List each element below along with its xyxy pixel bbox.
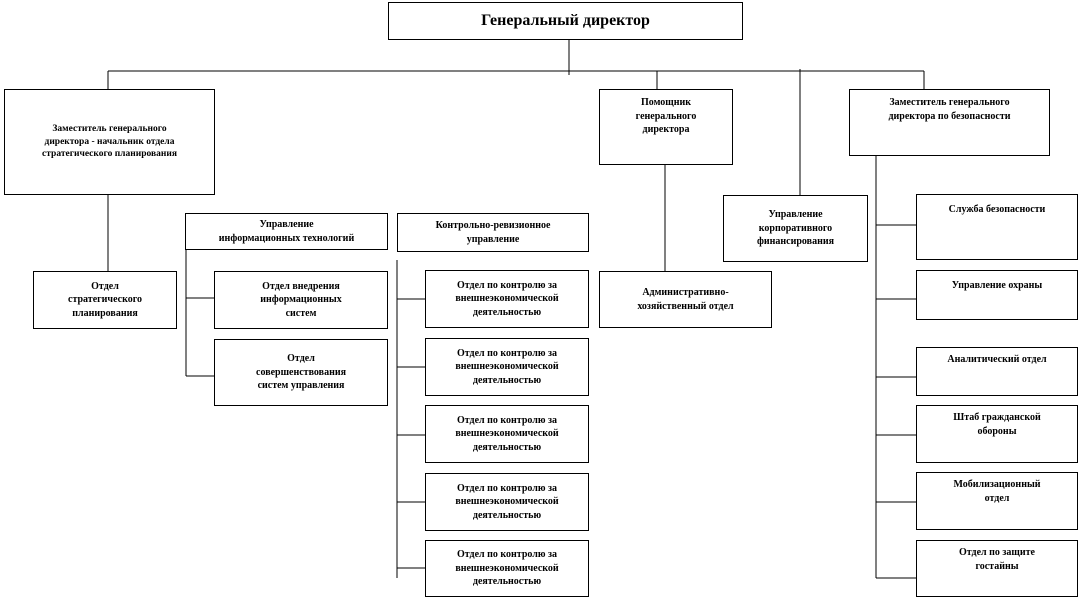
node-deputy-security: Заместитель генерального директора по бе…: [849, 89, 1050, 156]
node-analytics-dept: Аналитический отдел: [916, 347, 1078, 396]
node-label: Мобилизационный отдел: [953, 479, 1041, 504]
node-mobilization-dept: Мобилизационный отдел: [916, 472, 1078, 530]
node-label: Заместитель генерального директора - нач…: [42, 123, 177, 160]
node-label: Отдел по контролю за внешнеэкономической…: [455, 414, 559, 453]
node-it-management: Управление информационных технологий: [185, 213, 388, 250]
node-label: Отдел внедрения информационных систем: [260, 280, 342, 319]
node-management-systems-dept: Отдел совершенствования систем управлени…: [214, 339, 388, 406]
node-fea-control-dept: Отдел по контролю за внешнеэкономической…: [425, 473, 589, 531]
node-label: Управление охраны: [951, 280, 1043, 291]
node-is-implementation-dept: Отдел внедрения информационных систем: [214, 271, 388, 329]
node-general-director: Генеральный директор: [388, 2, 743, 40]
node-label: Аналитический отдел: [947, 354, 1047, 365]
node-guard-management: Управление охраны: [916, 270, 1078, 320]
node-fea-control-dept: Отдел по контролю за внешнеэкономической…: [425, 405, 589, 463]
node-label: Управление информационных технологий: [218, 219, 355, 244]
node-assistant: Помощник генерального директора: [599, 89, 733, 165]
node-security-service: Служба безопасности: [916, 194, 1078, 260]
node-corporate-finance: Управление корпоративного финансирования: [723, 195, 868, 262]
node-label: Отдел по контролю за внешнеэкономической…: [455, 482, 559, 521]
node-fea-control-dept: Отдел по контролю за внешнеэкономической…: [425, 338, 589, 396]
node-deputy-strategic: Заместитель генерального директора - нач…: [4, 89, 215, 195]
node-strategic-planning-dept: Отдел стратегического планирования: [33, 271, 177, 329]
node-label: Заместитель генерального директора по бе…: [888, 97, 1011, 122]
node-fea-control-dept: Отдел по контролю за внешнеэкономической…: [425, 270, 589, 328]
node-administrative-dept: Административно- хозяйственный отдел: [599, 271, 772, 328]
node-civil-defense-hq: Штаб гражданской обороны: [916, 405, 1078, 463]
node-label: Управление корпоративного финансирования: [756, 209, 835, 248]
node-label: Отдел по контролю за внешнеэкономической…: [455, 279, 559, 318]
node-label: Контрольно-ревизионное управление: [435, 220, 551, 245]
node-label: Отдел по защите гостайны: [958, 547, 1035, 572]
node-label: Административно- хозяйственный отдел: [637, 287, 734, 312]
node-label: Отдел стратегического планирования: [68, 280, 142, 319]
node-label: Отдел совершенствования систем управлени…: [256, 353, 346, 392]
node-fea-control-dept: Отдел по контролю за внешнеэкономической…: [425, 540, 589, 597]
node-state-secret-dept: Отдел по защите гостайны: [916, 540, 1078, 597]
node-label: Помощник генерального директора: [635, 97, 697, 135]
node-label: Служба безопасности: [948, 204, 1046, 215]
node-label: Генеральный директор: [481, 12, 650, 30]
node-label: Отдел по контролю за внешнеэкономической…: [455, 347, 559, 386]
node-label: Отдел по контролю за внешнеэкономической…: [455, 549, 559, 588]
node-audit-management: Контрольно-ревизионное управление: [397, 213, 589, 252]
node-label: Штаб гражданской обороны: [953, 412, 1041, 437]
